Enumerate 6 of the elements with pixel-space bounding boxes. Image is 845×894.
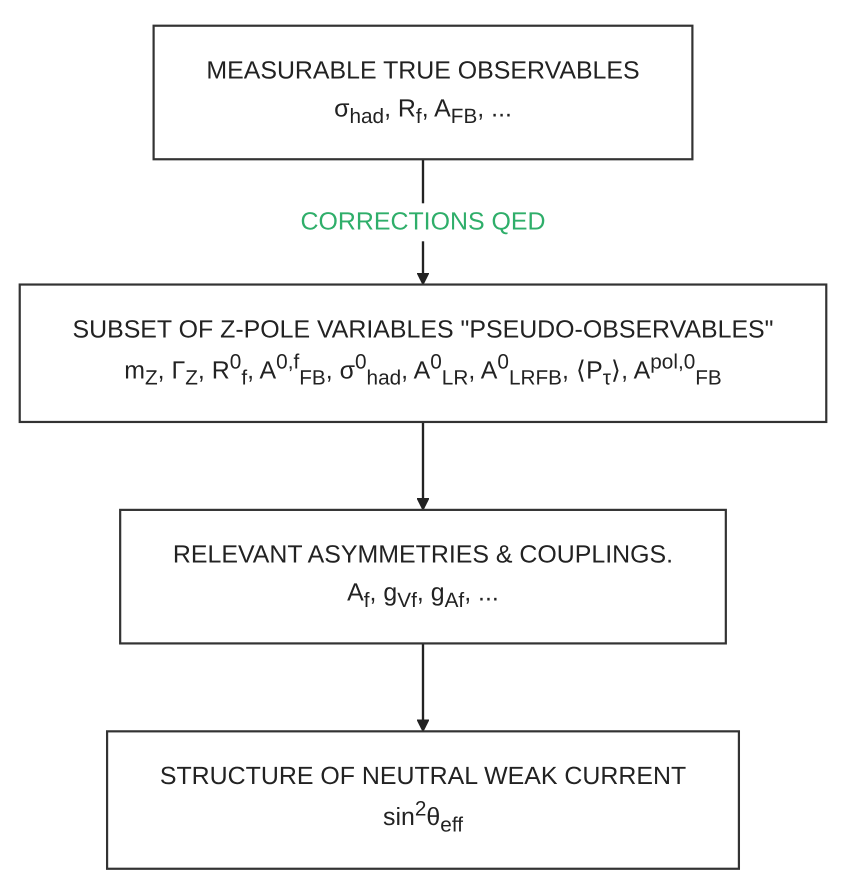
edge-label: CORRECTIONS QED — [300, 207, 545, 236]
arrow — [416, 422, 429, 510]
node-box: MEASURABLE TRUE OBSERVABLES σ$_{had}$, R$_{f}$, A$_{FB}$, ... — [152, 24, 693, 160]
node-box: STRUCTURE OF NEUTRAL WEAK CURRENT sin$^{2}$θ$_{eff}$ — [106, 730, 740, 870]
arrow — [416, 643, 429, 732]
node-box: RELEVANT ASYMMETRIES & COUPLINGS. A$_{f}$, g$_{Vf}$, g$_{Af}$, ... — [118, 508, 726, 644]
